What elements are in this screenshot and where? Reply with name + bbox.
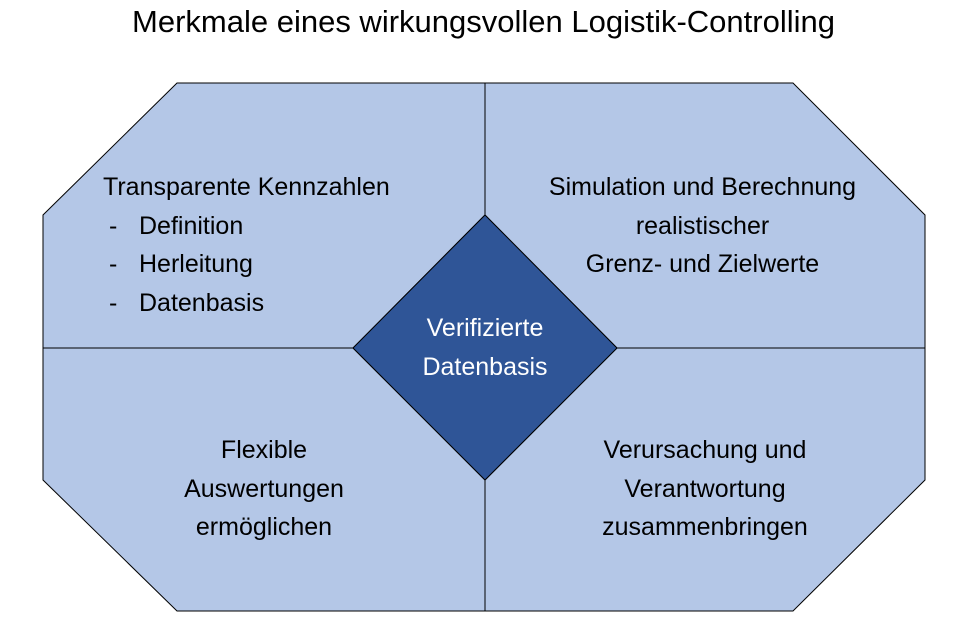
top-left-heading: Transparente Kennzahlen: [103, 173, 390, 201]
center-text: Verifizierte Datenbasis: [422, 314, 548, 381]
bottom-right-text: Verursachung und Verantwortung zusammenb…: [602, 436, 808, 541]
center-diamond: [352, 214, 618, 481]
top-right-text: Simulation und Berechnung realistischer …: [548, 173, 857, 278]
list-item: -Datenbasis: [109, 288, 265, 317]
top-left-text: Transparente Kennzahlen -Definition -Her…: [103, 168, 390, 322]
list-item: -Herleitung: [109, 250, 253, 278]
page-title: Merkmale eines wirkungsvollen Logistik-C…: [132, 4, 835, 39]
bottom-left-text: Flexible Auswertungen ermöglichen: [184, 436, 344, 541]
list-item: -Definition: [109, 211, 244, 240]
